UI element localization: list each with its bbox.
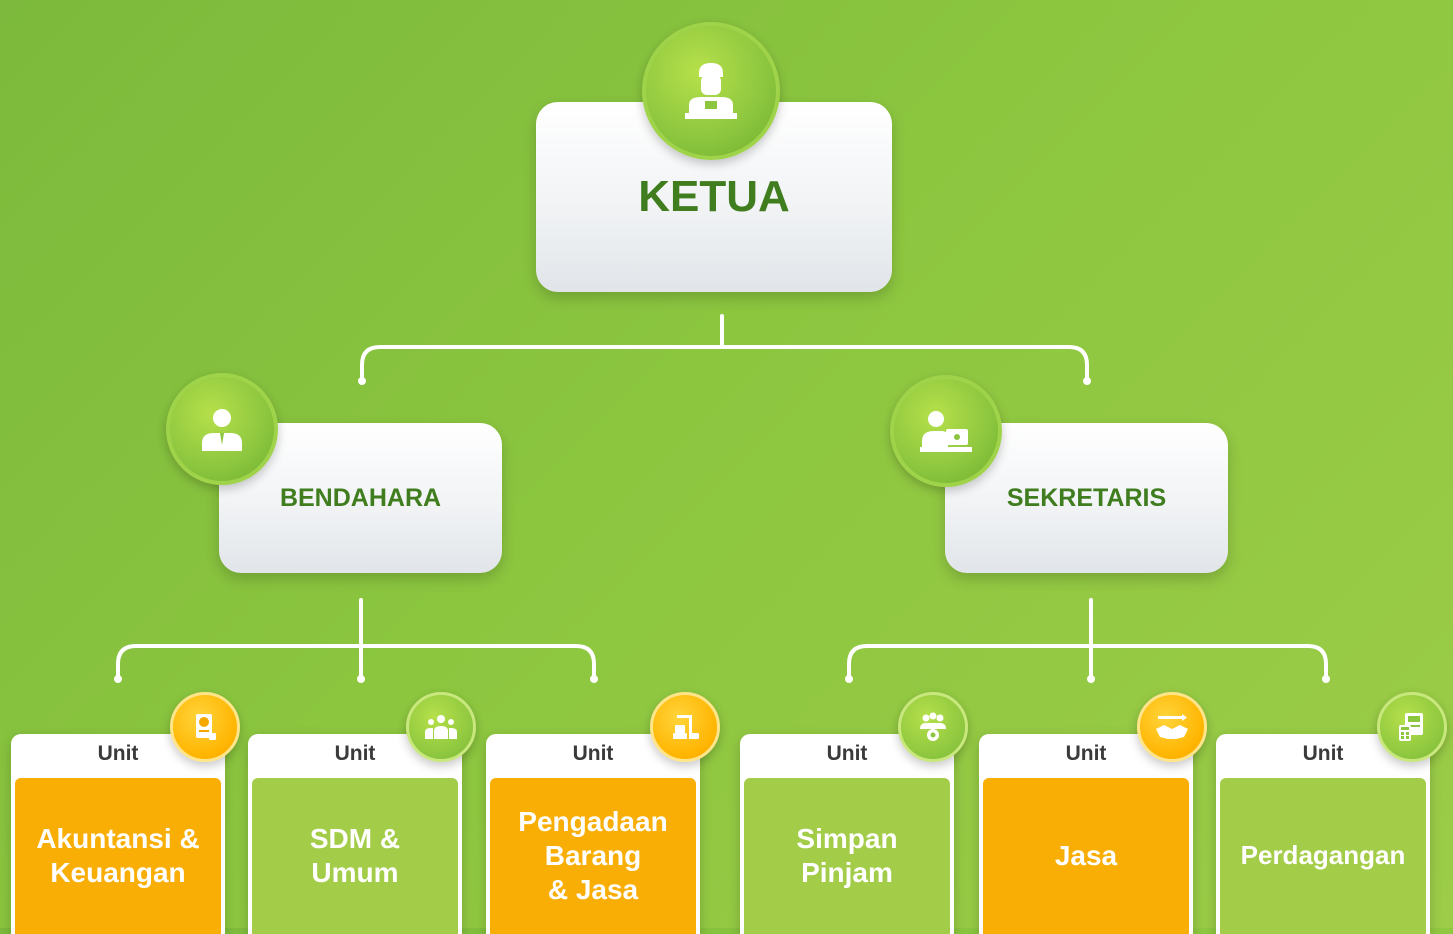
unit-label: Unit: [97, 742, 139, 765]
procurement-crane-icon: [650, 692, 720, 762]
unit-name-line: Pinjam: [801, 857, 893, 888]
unit-card-sdm: Unit SDM &Umum: [248, 734, 462, 934]
manager-at-desk-icon: [642, 22, 780, 160]
unit-name-line: Pengadaan: [518, 805, 668, 837]
unit-label: Unit: [572, 742, 614, 765]
unit-card-jasa: Unit Jasa: [979, 734, 1193, 934]
financial-document-icon: [170, 692, 240, 762]
unit-name-line: & Jasa: [547, 874, 639, 906]
unit-label: Unit: [1065, 742, 1107, 765]
unit-name-line: Barang: [544, 839, 642, 871]
secretary-laptop-icon: [890, 375, 1002, 487]
unit-card-perdagangan: Unit Perdagangan: [1216, 734, 1430, 934]
unit-name-line: Keuangan: [50, 857, 186, 888]
group-gear-icon: [898, 692, 968, 762]
businessman-icon: [166, 373, 278, 485]
unit-label: Unit: [334, 742, 376, 765]
unit-name-box: Perdagangan: [1220, 778, 1426, 934]
trade-calculator-icon: [1377, 692, 1447, 762]
team-people-icon: [406, 692, 476, 762]
connector-sekretaris: [847, 598, 1328, 680]
bendahara-box: BENDAHARA: [219, 423, 502, 573]
unit-name-line: Perdagangan: [1240, 840, 1406, 871]
sekretaris-title: SEKRETARIS: [1006, 483, 1167, 512]
connector-bendahara: [116, 598, 596, 680]
unit-name-line: Umum: [311, 857, 399, 888]
unit-label: Unit: [1302, 742, 1344, 765]
unit-name-box: Akuntansi &Keuangan: [15, 778, 221, 934]
handshake-icon: [1137, 692, 1207, 762]
unit-name-line: Jasa: [1054, 839, 1118, 871]
bendahara-title: BENDAHARA: [279, 483, 442, 512]
unit-name-line: Akuntansi &: [36, 822, 200, 854]
unit-name-box: SDM &Umum: [252, 778, 458, 934]
unit-name-line: SDM &: [309, 822, 401, 854]
unit-label: Unit: [826, 742, 868, 765]
unit-card-akuntansi: Unit Akuntansi &Keuangan: [11, 734, 225, 934]
unit-name-box: Jasa: [983, 778, 1189, 934]
connector-ketua: [360, 314, 1089, 382]
unit-name-line: Simpan: [796, 822, 898, 854]
ketua-title: KETUA: [638, 172, 790, 221]
